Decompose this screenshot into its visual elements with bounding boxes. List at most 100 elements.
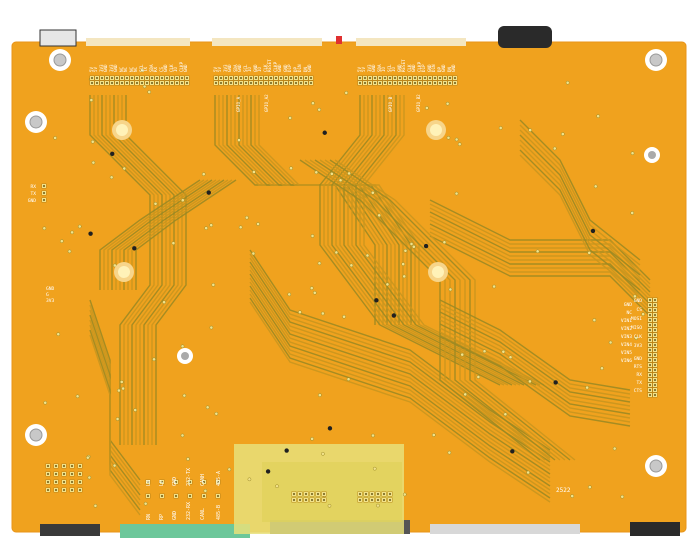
header-hole (161, 77, 163, 79)
via (402, 274, 407, 279)
pin-label: RX (153, 66, 158, 72)
header-hole (310, 82, 312, 84)
header-hole (654, 354, 656, 356)
header-hole (55, 473, 57, 475)
via (109, 175, 114, 180)
trace (319, 95, 501, 386)
bottom-label-485b: 485-B (216, 505, 222, 520)
pin-label: CLK (169, 64, 174, 72)
via (476, 375, 481, 379)
left-uart-pads (41, 183, 47, 203)
pin-label: GND (46, 286, 55, 292)
header-hole (305, 77, 307, 79)
header-hole (186, 82, 188, 84)
header-hole (317, 493, 319, 495)
pin-label: 3V3 (367, 64, 372, 72)
header-hole (311, 493, 313, 495)
pin-label: CLK (407, 64, 412, 72)
via (498, 126, 503, 130)
via (143, 501, 148, 506)
header-hole (654, 304, 656, 306)
header-hole (55, 489, 57, 491)
pin-label: GND (237, 64, 242, 72)
header-hole (96, 77, 98, 79)
trace-bundle-b (214, 95, 420, 325)
pin-label: VIN2 (621, 326, 632, 332)
header-hole (275, 77, 277, 79)
pin-label: CS (159, 66, 164, 72)
trace (103, 179, 205, 290)
via (89, 98, 94, 102)
header-hole (383, 493, 385, 495)
header-hole (439, 82, 441, 84)
bottom-connector-right (430, 524, 580, 534)
header-hole (389, 493, 391, 495)
via (630, 151, 635, 156)
pin-label: 3V3 (99, 64, 104, 72)
via (112, 463, 117, 468)
trace (99, 179, 201, 290)
via (482, 349, 487, 354)
trace (519, 134, 641, 276)
via (314, 170, 319, 175)
via (321, 311, 325, 316)
header-hole (141, 82, 143, 84)
via (385, 282, 390, 287)
via (59, 239, 64, 244)
pin-label: NC (123, 66, 128, 72)
pin-label: GND (411, 64, 416, 72)
header-hole (156, 82, 158, 84)
pcb-traces (42, 68, 651, 516)
header-hole (151, 82, 153, 84)
via (75, 394, 80, 399)
via (588, 485, 592, 489)
header-hole (359, 82, 361, 84)
top-header-strip-1 (86, 38, 190, 46)
mounting-hole-bottom-right (645, 455, 667, 477)
header-hole (374, 82, 376, 84)
header-hole (171, 77, 173, 79)
via (535, 249, 540, 254)
pin-label: RESET (267, 59, 272, 72)
header-hole (255, 82, 257, 84)
via (431, 433, 436, 437)
via (201, 172, 206, 176)
via (133, 408, 138, 412)
via (445, 101, 450, 106)
via (252, 170, 256, 174)
header-1-pads (89, 75, 190, 86)
pin-label: GPIO_A (236, 96, 241, 112)
header-hole (399, 82, 401, 84)
header-hole (371, 493, 373, 495)
header-hole (220, 82, 222, 84)
header-hole (654, 299, 656, 301)
header-hole (305, 493, 307, 495)
header-hole (136, 82, 138, 84)
header-hole (270, 77, 272, 79)
header-hole (215, 77, 217, 79)
header-hole (654, 389, 656, 391)
trace (334, 159, 576, 461)
header-hole (434, 77, 436, 79)
pin-label: D1N (431, 64, 436, 72)
header-hole (161, 495, 163, 497)
trace (93, 95, 155, 445)
via (153, 201, 158, 206)
trace (355, 95, 537, 386)
via (53, 136, 57, 140)
header-hole (364, 82, 366, 84)
via (90, 139, 95, 144)
pin-label: GND (283, 64, 288, 72)
via-hole (327, 426, 333, 431)
via (312, 290, 317, 295)
via (209, 325, 214, 330)
bottom-db-pads (45, 463, 83, 493)
header-hole (235, 82, 237, 84)
header-hole (280, 82, 282, 84)
pin-label: GPIO_A2 (264, 94, 269, 112)
via (251, 251, 256, 256)
pin-label: TX (30, 191, 36, 197)
